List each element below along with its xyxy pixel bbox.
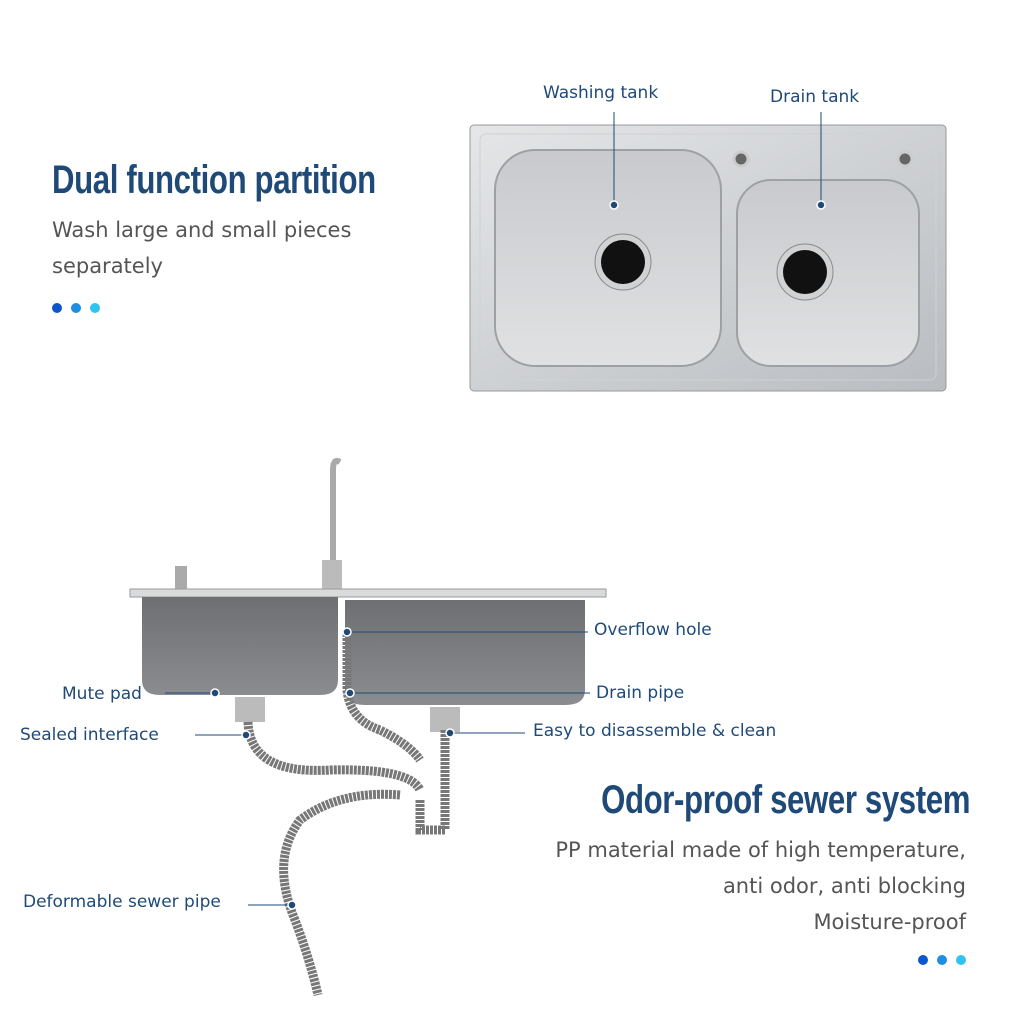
label-easy-clean: Easy to disassemble & clean bbox=[533, 721, 777, 741]
dot-icon bbox=[90, 303, 100, 313]
subtitle-line: Wash large and small pieces bbox=[52, 218, 352, 242]
subtitle-line: separately bbox=[52, 254, 163, 278]
decorative-dots bbox=[52, 303, 100, 313]
decorative-dots bbox=[918, 955, 966, 965]
label-drain-tank: Drain tank bbox=[770, 87, 860, 107]
dot-icon bbox=[918, 955, 928, 965]
top-sink-image bbox=[469, 112, 947, 392]
dot-icon bbox=[71, 303, 81, 313]
dot-icon bbox=[52, 303, 62, 313]
dot-icon bbox=[956, 955, 966, 965]
section1-subtitle: Wash large and small pieces separately bbox=[52, 212, 351, 284]
subtitle-line: Moisture-proof bbox=[813, 910, 966, 934]
label-washing-tank: Washing tank bbox=[543, 83, 659, 103]
subtitle-line: anti odor, anti blocking bbox=[722, 874, 966, 898]
label-overflow-hole: Overflow hole bbox=[594, 620, 712, 640]
label-mute-pad: Mute pad bbox=[62, 684, 142, 704]
dot-icon bbox=[937, 955, 947, 965]
label-sealed-interface: Sealed interface bbox=[20, 725, 159, 745]
bottom-sink-image bbox=[129, 458, 607, 997]
subtitle-line: PP material made of high temperature, bbox=[555, 838, 966, 862]
section2-subtitle: PP material made of high temperature, an… bbox=[555, 832, 966, 940]
section1-title: Dual function partition bbox=[52, 158, 376, 202]
label-sewer-pipe: Deformable sewer pipe bbox=[23, 892, 221, 912]
section2-title: Odor-proof sewer system bbox=[600, 778, 970, 822]
label-drain-pipe: Drain pipe bbox=[596, 683, 685, 703]
